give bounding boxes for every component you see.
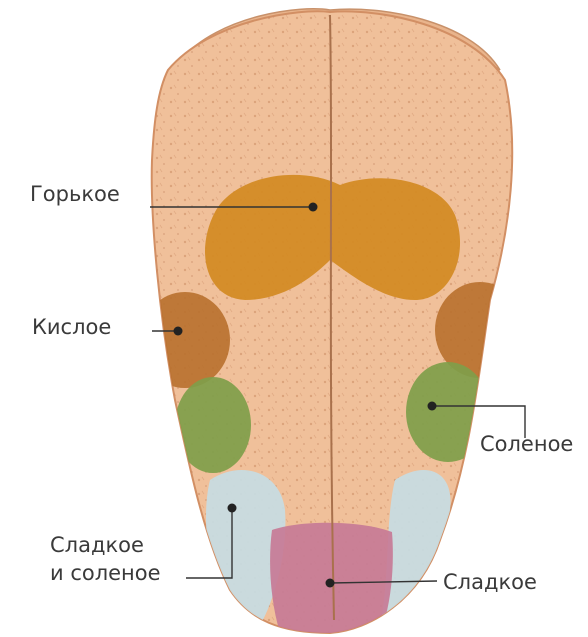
bitter-marker	[309, 203, 318, 212]
sweet-label: Сладкое	[443, 568, 537, 596]
sour-marker	[174, 327, 183, 336]
sour-zone-left	[140, 292, 230, 388]
sweet-salty-marker	[228, 504, 237, 513]
sweet-salty-label-line2: и соленое	[50, 559, 161, 587]
salty-zone-right	[406, 362, 490, 462]
sweet-salty-label-line1: Сладкое	[50, 531, 161, 559]
sweet-marker	[326, 579, 335, 588]
sour-label: Кислое	[32, 313, 111, 341]
bitter-label: Горькое	[30, 180, 120, 208]
salty-label: Соленое	[480, 430, 573, 458]
sweet-salty-label: Сладкое и соленое	[50, 531, 161, 588]
salty-marker	[428, 402, 437, 411]
sweet-zone	[270, 523, 393, 633]
salty-zone-left	[175, 377, 251, 473]
